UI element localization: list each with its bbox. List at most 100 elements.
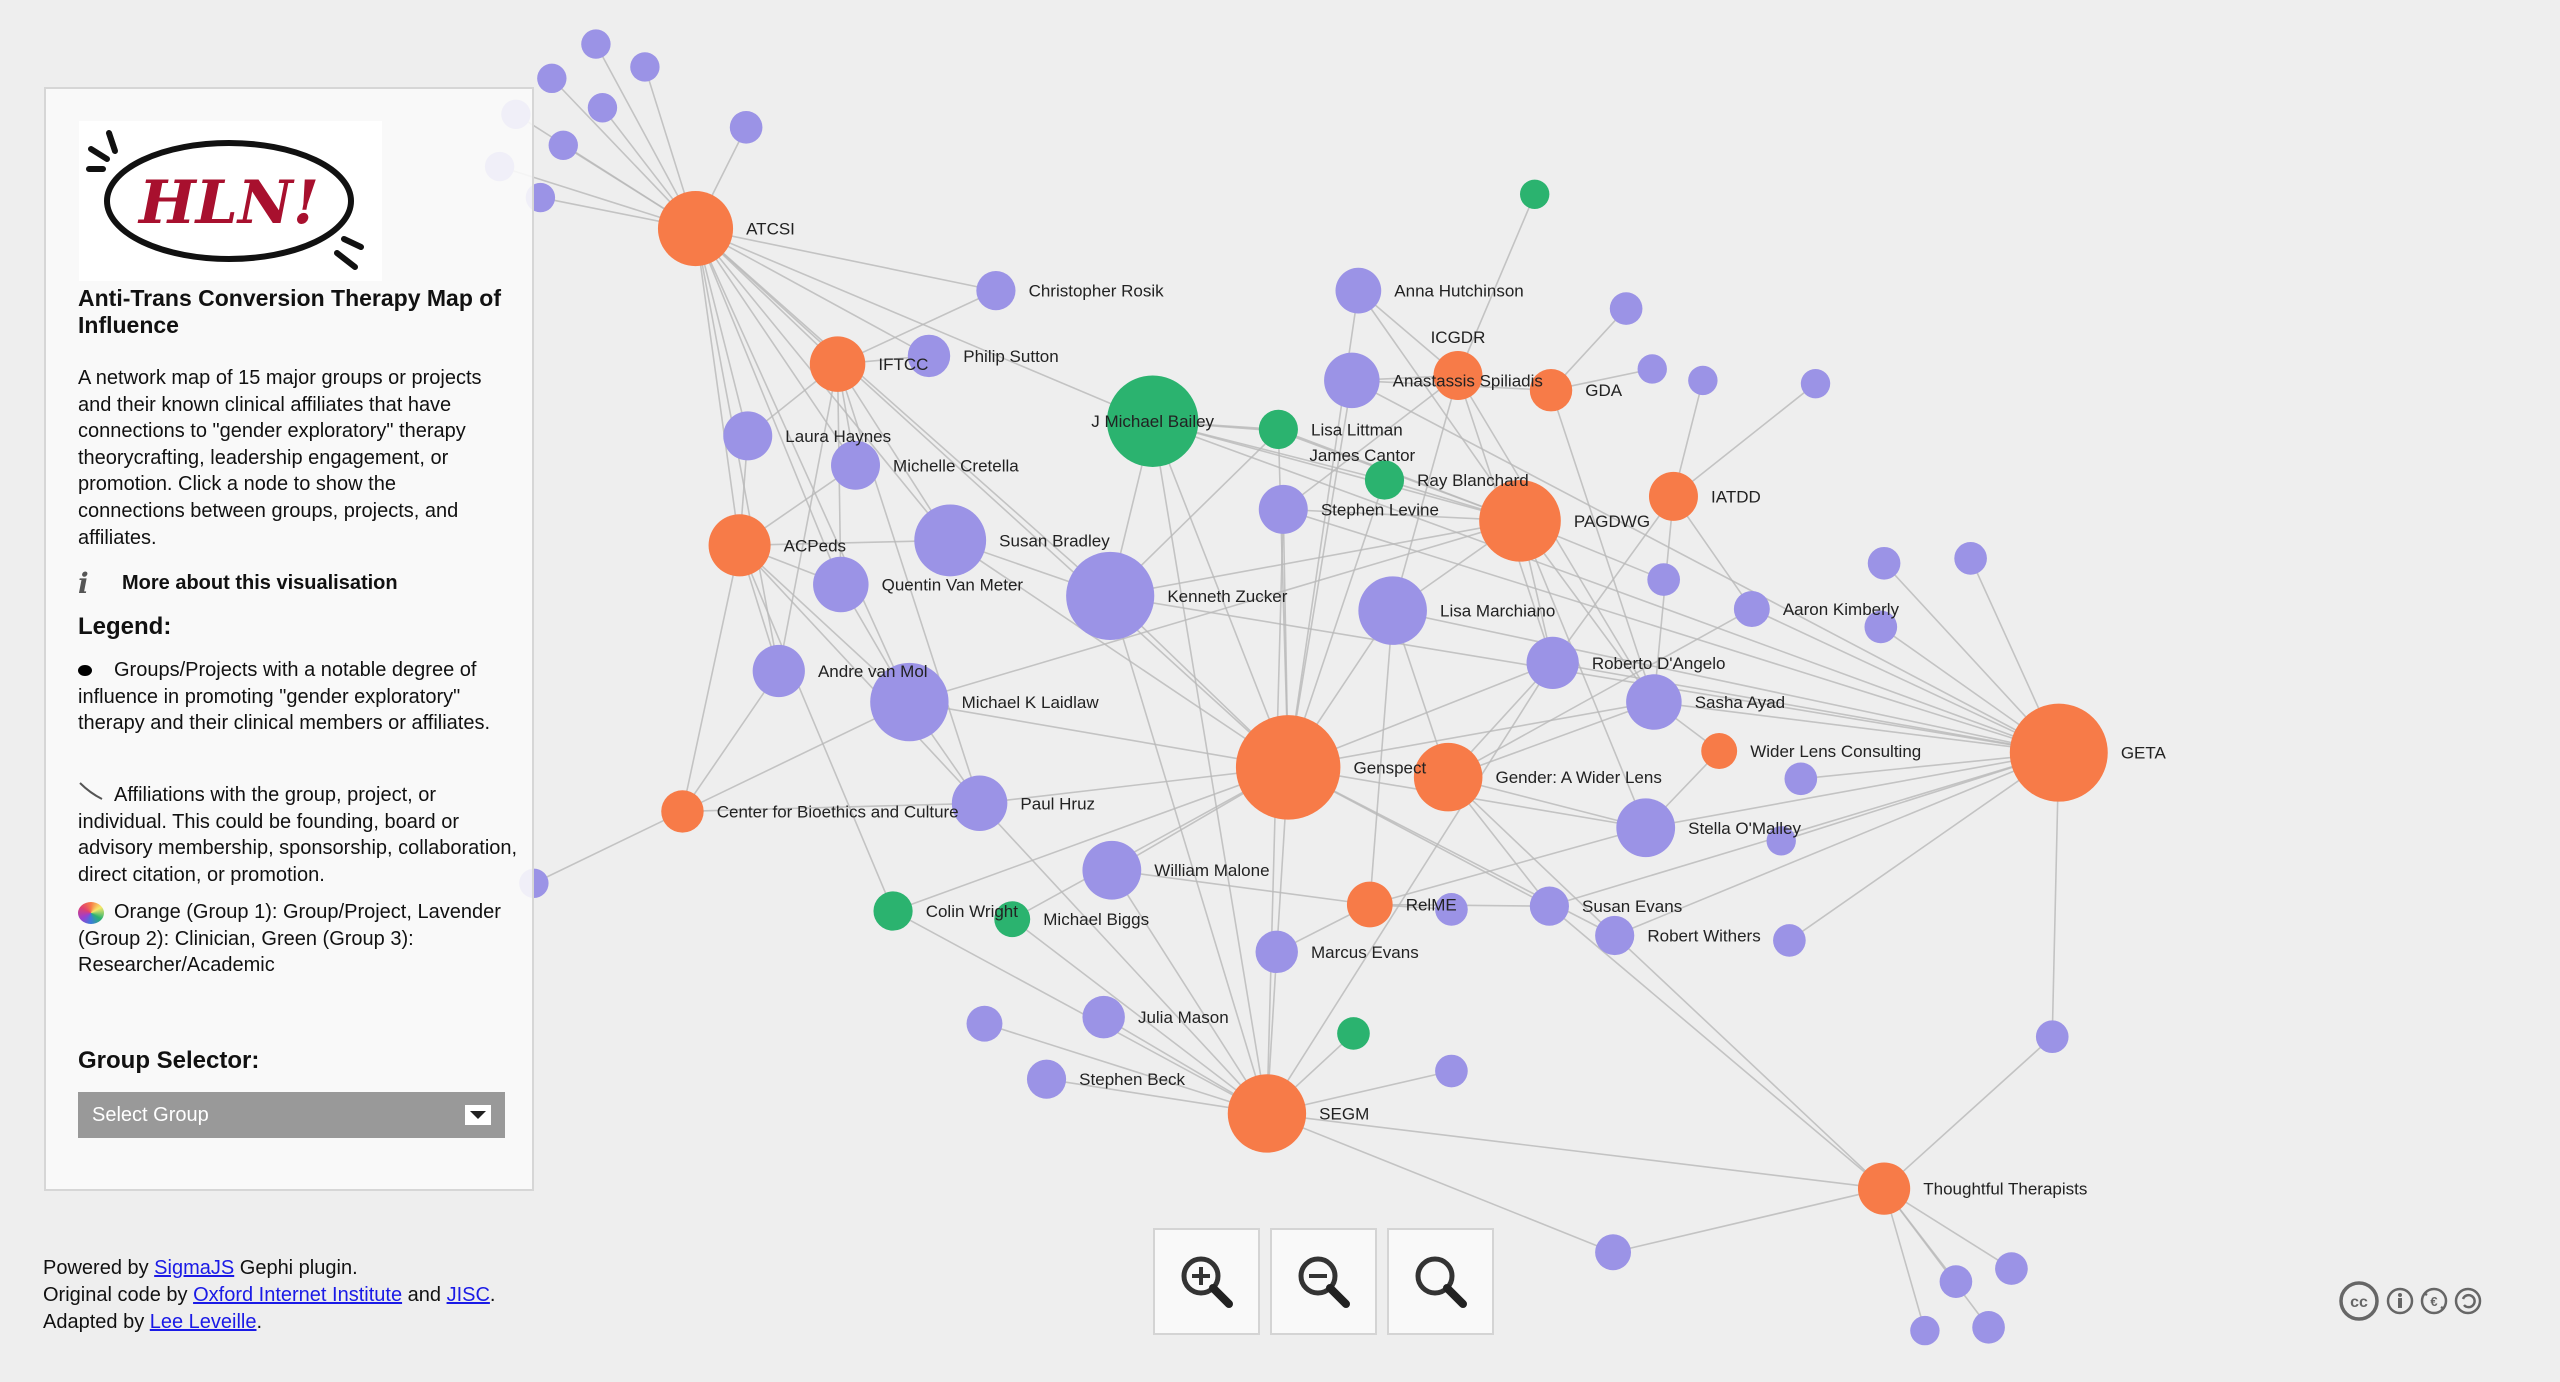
node-u24[interactable] (1766, 826, 1796, 856)
node-relme[interactable] (1346, 881, 1393, 928)
node-hruz[interactable] (951, 775, 1008, 832)
node-gawl[interactable] (1413, 742, 1483, 812)
footer-text: Gephi plugin. (234, 1257, 358, 1279)
node-u28[interactable] (1995, 1252, 2028, 1285)
node-haynes[interactable] (723, 411, 773, 461)
node-mevans[interactable] (1255, 930, 1298, 974)
node-mason[interactable] (1082, 995, 1125, 1039)
node-blanchard[interactable] (1364, 460, 1405, 500)
node-cbc[interactable] (661, 790, 704, 833)
jisc-link[interactable]: JISC (446, 1284, 490, 1306)
edge-tt-withers (1614, 934, 1885, 1190)
zoom-reset-button[interactable] (1387, 1228, 1494, 1335)
node-label-acpeds: ACPeds (784, 536, 846, 555)
node-u21[interactable] (1954, 542, 1987, 575)
node-u13[interactable] (1435, 1054, 1468, 1088)
zoom-in-button[interactable] (1153, 1228, 1260, 1335)
node-g1[interactable] (1520, 179, 1550, 209)
oii-link[interactable]: Oxford Internet Institute (193, 1284, 403, 1306)
node-omalley[interactable] (1616, 798, 1676, 858)
node-vanmeter[interactable] (813, 556, 869, 613)
node-u3[interactable] (630, 52, 660, 82)
node-acpeds[interactable] (708, 514, 771, 577)
node-vanmol[interactable] (752, 644, 805, 698)
node-u25[interactable] (1773, 924, 1806, 957)
node-g2[interactable] (1337, 1017, 1370, 1050)
node-u5[interactable] (729, 111, 763, 144)
node-iftcc[interactable] (809, 336, 866, 392)
node-laidlaw[interactable] (870, 662, 949, 742)
node-levine[interactable] (1258, 484, 1308, 534)
node-icgdr[interactable] (1433, 351, 1483, 400)
sigmajs-link[interactable]: SigmaJS (154, 1257, 235, 1279)
node-u19[interactable] (1800, 368, 1831, 399)
lee-leveille-link[interactable]: Lee Leveille (149, 1311, 257, 1333)
node-u29[interactable] (1910, 1315, 1940, 1346)
magnifier-icon (1415, 1256, 1467, 1308)
node-wlc[interactable] (1701, 733, 1738, 769)
node-label-segm: SEGM (1319, 1104, 1369, 1123)
license-badge[interactable]: cc € (2338, 1280, 2482, 1322)
node-cretella[interactable] (831, 440, 880, 490)
node-u27[interactable] (1939, 1265, 1973, 1298)
node-u30[interactable] (1972, 1311, 2005, 1344)
node-geta[interactable] (2009, 703, 2108, 802)
footer-text: . (256, 1311, 263, 1333)
node-spiliadis[interactable] (1324, 352, 1380, 409)
node-atcsi[interactable] (657, 191, 734, 267)
node-u26[interactable] (2035, 1020, 2069, 1054)
node-label-haynes: Laura Haynes (785, 427, 891, 446)
node-u2[interactable] (537, 63, 567, 94)
edge-pagdwg-zucker (1110, 520, 1521, 597)
node-u6[interactable] (548, 130, 578, 160)
node-bradley[interactable] (914, 504, 987, 577)
node-u18[interactable] (1688, 365, 1718, 396)
edge-segm-u14 (1266, 1112, 1614, 1253)
node-ayad[interactable] (1626, 674, 1682, 730)
more-about-link[interactable]: i More about this visualisation (78, 567, 398, 600)
node-u23[interactable] (1784, 762, 1818, 796)
zoom-out-icon (1298, 1256, 1350, 1308)
node-iatdd[interactable] (1648, 471, 1698, 521)
node-dangelo[interactable] (1526, 636, 1579, 689)
node-marchiano[interactable] (1358, 576, 1427, 645)
node-wright[interactable] (873, 891, 913, 931)
node-u11[interactable] (1435, 893, 1468, 926)
node-gda[interactable] (1529, 368, 1573, 412)
node-zucker[interactable] (1066, 551, 1155, 641)
node-kimberly[interactable] (1733, 591, 1770, 627)
node-u15[interactable] (1609, 292, 1643, 325)
node-u12[interactable] (966, 1005, 1003, 1042)
node-rosik[interactable] (976, 271, 1016, 311)
edge-genspect-biggs (1011, 766, 1289, 920)
node-genspect[interactable] (1235, 715, 1341, 820)
edge-acpeds-hruz (739, 544, 981, 804)
zoom-out-button[interactable] (1270, 1228, 1377, 1335)
node-malone[interactable] (1082, 840, 1142, 900)
legend-colors-text: Orange (Group 1): Group/Project, Lavende… (78, 901, 501, 977)
edge-atcsi-sutton (695, 227, 930, 357)
node-u1[interactable] (581, 29, 611, 59)
node-beck[interactable] (1026, 1059, 1067, 1099)
edge-segm-u12 (984, 1022, 1268, 1115)
node-tt[interactable] (1857, 1162, 1911, 1215)
node-u4[interactable] (587, 93, 618, 123)
node-cantor[interactable] (1260, 413, 1297, 449)
node-u20[interactable] (1867, 546, 1901, 580)
node-u16[interactable] (1637, 354, 1667, 384)
node-withers[interactable] (1595, 915, 1635, 956)
node-u22[interactable] (1864, 610, 1898, 644)
node-u14[interactable] (1595, 1234, 1632, 1271)
node-hutchinson[interactable] (1335, 267, 1382, 314)
node-u17[interactable] (1647, 563, 1680, 596)
group-selector[interactable]: Select Group (78, 1092, 505, 1138)
node-sevans[interactable] (1529, 886, 1569, 926)
node-biggs[interactable] (994, 901, 1031, 938)
node-segm[interactable] (1227, 1074, 1307, 1153)
edge-genspect-ayad (1288, 701, 1655, 769)
edge-atcsi-laidlaw (694, 228, 911, 703)
node-sutton[interactable] (907, 334, 951, 378)
node-bailey[interactable] (1106, 375, 1199, 467)
node-pagdwg[interactable] (1479, 480, 1561, 562)
